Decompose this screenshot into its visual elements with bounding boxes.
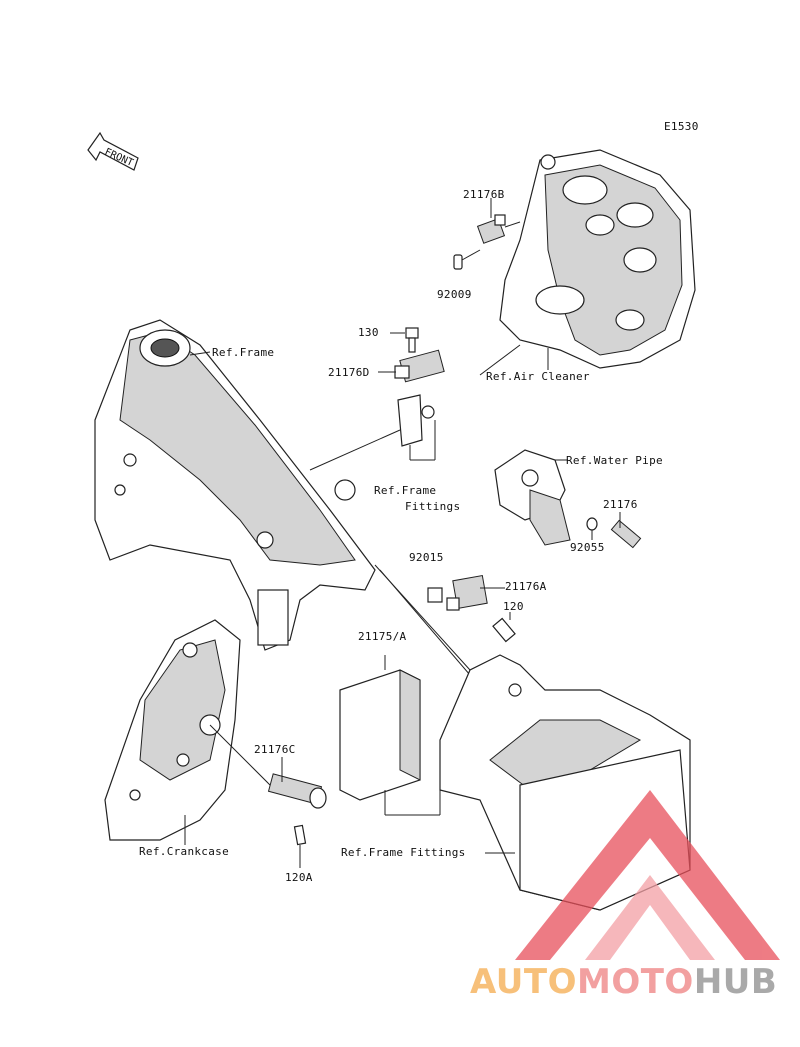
label-ref-frame: Ref.Frame xyxy=(212,346,275,359)
air-cleaner-drawing xyxy=(479,149,696,376)
label-130: 130 xyxy=(358,326,379,339)
label-ref-frame-fittings-line2: Fittings xyxy=(405,500,461,513)
label-ref-water-pipe: Ref.Water Pipe xyxy=(566,454,663,467)
frame-fittings-drawing xyxy=(439,654,691,911)
sensor-21176D xyxy=(378,349,445,383)
sensor-21176A xyxy=(427,575,516,643)
watermark-logo xyxy=(515,790,780,960)
label-120A: 120A xyxy=(285,871,313,884)
label-21176B: 21176B xyxy=(463,188,505,201)
label-21176: 21176 xyxy=(603,498,638,511)
watermark-moto: MOTO xyxy=(576,962,694,1002)
label-21176A: 21176A xyxy=(505,580,547,593)
sensor-21176 xyxy=(586,512,642,549)
label-ref-frame-fittings-line1: Ref.Frame xyxy=(374,484,437,497)
water-pipe-drawing xyxy=(494,449,571,546)
front-arrow-icon: FRONT xyxy=(87,131,139,171)
crankcase-drawing xyxy=(104,619,276,845)
diagram-code: E1530 xyxy=(664,120,699,133)
label-120: 120 xyxy=(503,600,524,613)
label-ref-air-cleaner: Ref.Air Cleaner xyxy=(486,370,590,383)
screw-92009 xyxy=(453,249,481,270)
sensor-21176B xyxy=(476,198,521,244)
label-21176C: 21176C xyxy=(254,743,296,756)
label-ref-frame-fittings-bottom: Ref.Frame Fittings xyxy=(341,846,466,859)
label-ref-crankcase: Ref.Crankcase xyxy=(139,845,229,858)
watermark-text: AUTOMOTOHUB xyxy=(470,962,777,1002)
label-21175A: 21175/A xyxy=(358,630,407,643)
bracket xyxy=(397,394,436,461)
frame-drawing xyxy=(94,319,501,711)
watermark-auto: AUTO xyxy=(470,962,577,1002)
bolt-130 xyxy=(390,327,419,353)
label-92009: 92009 xyxy=(437,288,472,301)
sensor-21176C xyxy=(267,757,327,868)
watermark-hub: HUB xyxy=(693,962,778,1002)
ecu-21175A xyxy=(339,655,441,816)
label-21176D: 21176D xyxy=(328,366,370,379)
label-92055: 92055 xyxy=(570,541,605,554)
label-92015: 92015 xyxy=(409,551,444,564)
